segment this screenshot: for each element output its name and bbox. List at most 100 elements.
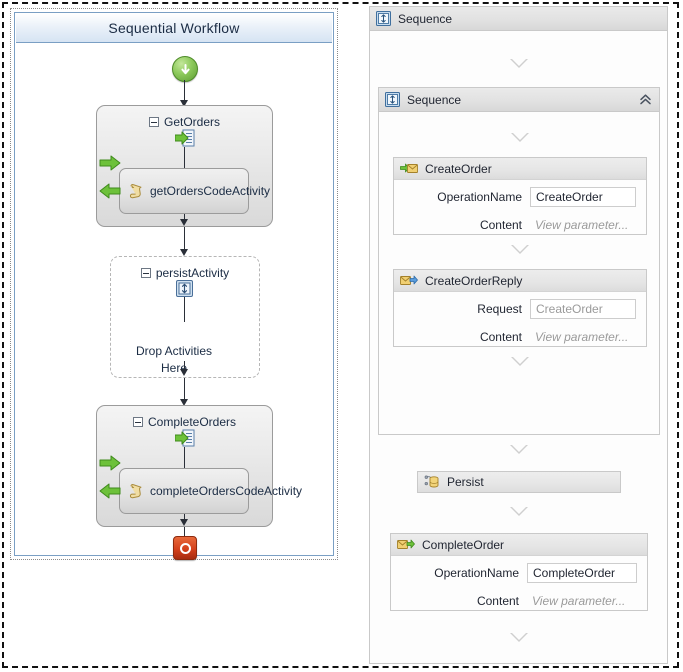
connector-arrow [180,100,188,107]
field-label-content: Content [476,594,519,608]
workflow-title-text: Sequential Workflow [108,20,240,36]
activity-completeorder[interactable]: CompleteOrder OperationName CompleteOrde… [390,533,648,611]
operationname-input[interactable]: CompleteOrder [527,563,637,583]
connector-line [184,378,185,401]
inner-sequence-label: Sequence [407,92,462,107]
activity-createorderreply[interactable]: CreateOrderReply Request CreateOrder Con… [393,269,647,347]
field-label-request: Request [477,302,522,316]
activity-getorders-header: GetOrders [97,114,272,130]
connector-line [184,80,185,102]
green-arrow-left-icon [99,183,121,202]
chevron-double-up-icon[interactable] [638,92,653,107]
connector-arrow [180,399,188,406]
sequence-drop-connector[interactable] [511,357,529,366]
activity-completeorderscodeactivity[interactable]: completeOrdersCodeActivity [119,468,302,514]
connector-line [184,514,185,522]
stop-ring [179,542,191,554]
receive-activity-icon [174,129,195,150]
sequence-drop-connector[interactable] [510,507,528,516]
activity-persistactivity-label: persistActivity [155,266,230,280]
activity-getorderscodeactivity[interactable]: getOrdersCodeActivity [119,168,270,214]
inner-sequence-header[interactable]: Sequence [379,88,659,112]
content-view-parameter-link[interactable]: View parameter... [532,594,626,608]
workflow-title-bar: Sequential Workflow [16,14,332,43]
drop-hint-line-1: Drop Activities [135,344,213,358]
sequence-drop-connector[interactable] [510,633,528,642]
field-row-content: Content View parameter... [391,590,647,612]
activity-getorders-label: GetOrders [163,115,220,129]
wf4-designer-panel[interactable]: Sequence Sequence [369,6,668,664]
inner-sequence-activity[interactable]: Sequence [378,87,660,435]
receive-message-icon [400,162,418,175]
activity-completeorders-label: CompleteOrders [147,415,237,429]
green-arrow-right-icon [99,155,121,174]
field-label-operationname: OperationName [437,190,522,204]
activity-createorderreply-label: CreateOrderReply [425,273,523,288]
activity-completeorders-header: CompleteOrders [97,414,272,430]
connector-line [184,214,185,222]
field-row-operationname: OperationName CompleteOrder [391,562,647,584]
activity-persist-label: Persist [447,475,484,489]
request-input[interactable]: CreateOrder [530,299,636,319]
activity-createorder-label: CreateOrder [425,161,492,176]
content-view-parameter-link[interactable]: View parameter... [535,218,629,232]
connector-arrow [180,369,188,376]
sequential-workflow-designer-panel[interactable]: Sequential Workflow GetOrders [10,8,338,560]
field-row-operationname: OperationName CreateOrder [394,186,646,208]
content-view-parameter-link[interactable]: View parameter... [535,330,629,344]
activity-getorderscodeactivity-label: getOrdersCodeActivity [150,183,271,198]
workflow-canvas[interactable]: GetOrders [15,43,333,560]
outer-sequence-activity[interactable]: Sequence Sequence [370,7,667,663]
sequence-icon [376,11,391,26]
green-arrow-left-icon [99,483,121,502]
code-activity-icon [128,483,144,499]
start-arrow-icon[interactable] [172,56,198,82]
sequence-drop-connector[interactable] [510,445,528,454]
collapse-expander-icon[interactable] [140,268,151,278]
workflow-surface[interactable]: Sequential Workflow GetOrders [14,12,334,560]
activity-persistactivity[interactable]: persistActivity [110,256,260,378]
collapse-expander-icon[interactable] [132,417,143,427]
field-label-content: Content [479,218,522,232]
field-label-operationname: OperationName [434,566,519,580]
receive-activity-icon [174,429,195,450]
operationname-input[interactable]: CreateOrder [530,187,636,207]
stop-icon[interactable] [173,536,197,560]
sequence-drop-connector[interactable] [511,133,529,142]
send-reply-message-icon [400,274,418,287]
activity-persistactivity-header: persistActivity [111,265,259,281]
collapse-expander-icon[interactable] [148,117,159,127]
activity-completeorderscodeactivity-label: completeOrdersCodeActivity [150,483,303,498]
green-arrow-right-icon [99,455,121,474]
connector-line [184,361,185,371]
connector-line [184,297,185,322]
field-row-request: Request CreateOrder [394,298,646,320]
inner-sequence-body[interactable]: CreateOrder OperationName CreateOrder Co… [379,112,659,434]
outer-sequence-header[interactable]: Sequence [370,7,667,31]
code-activity-icon [128,183,144,199]
sequence-icon [385,92,400,107]
connector-arrow [180,249,188,256]
field-row-content: Content View parameter... [394,214,646,236]
connector-line [184,227,185,251]
persist-icon [424,475,440,489]
field-label-content: Content [479,330,522,344]
field-row-content: Content View parameter... [394,326,646,348]
activity-completeorder-header[interactable]: CompleteOrder [391,534,647,556]
activity-completeorder-label: CompleteOrder [422,537,505,552]
activity-createorder-header[interactable]: CreateOrder [394,158,646,180]
persist-activity-icon [176,280,193,300]
connector-line [184,527,185,536]
connector-line [184,447,185,468]
activity-createorderreply-header[interactable]: CreateOrderReply [394,270,646,292]
connector-arrow [180,219,188,226]
drop-activities-hint: Drop Activities Here [15,343,333,377]
send-message-icon [397,538,415,551]
sequence-drop-connector[interactable] [510,59,528,68]
outer-sequence-label: Sequence [398,11,453,26]
activity-persist[interactable]: Persist [417,471,621,493]
sequence-drop-connector[interactable] [511,245,529,254]
activity-createorder[interactable]: CreateOrder OperationName CreateOrder Co… [393,157,647,235]
connector-arrow [180,519,188,526]
connector-line [184,147,185,168]
